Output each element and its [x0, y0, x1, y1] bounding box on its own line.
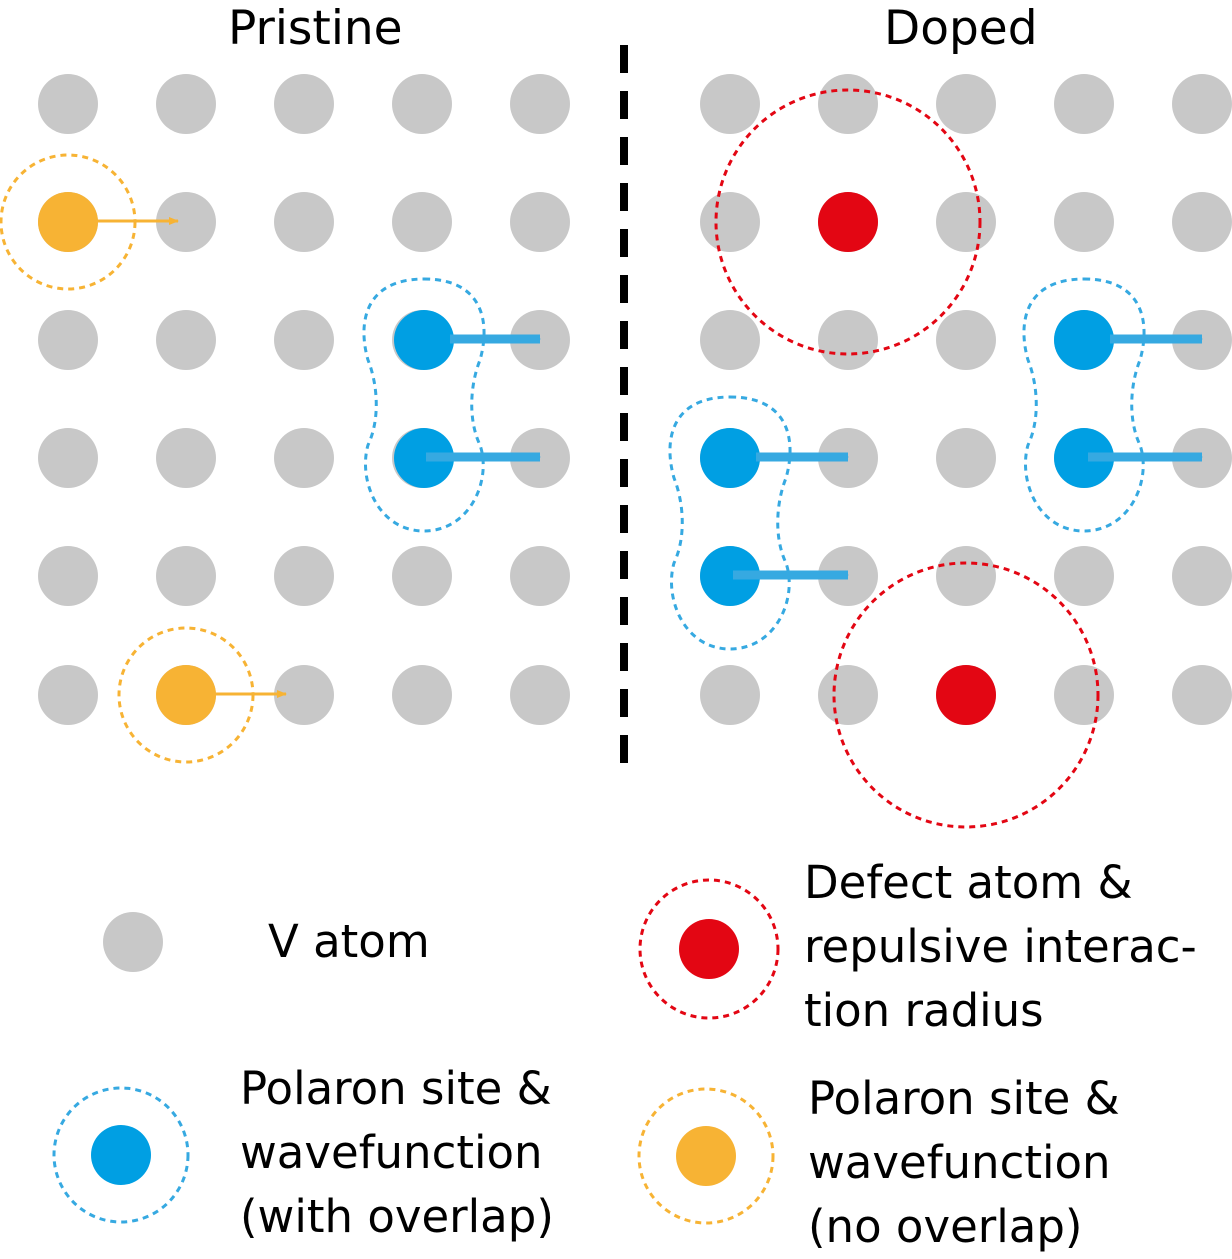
pristine-v-atom: [274, 192, 334, 252]
pristine-v-atom: [274, 546, 334, 606]
doped-v-atom: [1054, 665, 1114, 725]
defect-top: [714, 88, 982, 356]
polaron-no-overlap-bottom: [117, 626, 287, 764]
doped-v-atom: [936, 192, 996, 252]
pristine-v-atom: [392, 546, 452, 606]
pristine-v-atom: [392, 74, 452, 134]
pristine-v-atom: [156, 428, 216, 488]
doped-v-atom: [818, 74, 878, 134]
doped-v-atom: [700, 74, 760, 134]
pristine-v-atom: [392, 192, 452, 252]
doped-v-atom: [1172, 546, 1232, 606]
doped-v-atom: [818, 310, 878, 370]
pristine-v-atom: [510, 192, 570, 252]
legend-polaron-no-overlap-symbol: [637, 1087, 775, 1225]
pristine-v-atom: [510, 546, 570, 606]
pristine-v-atom: [510, 665, 570, 725]
polaron-pair-doped-right: [1022, 277, 1203, 533]
polaron-no-overlap-top: [0, 153, 179, 291]
pristine-v-atom: [274, 74, 334, 134]
doped-v-atom: [700, 192, 760, 252]
pristine-v-atom: [274, 428, 334, 488]
doped-v-atom: [1054, 546, 1114, 606]
pristine-v-atom: [38, 310, 98, 370]
pristine-v-atom: [156, 74, 216, 134]
pristine-v-atom: [156, 310, 216, 370]
doped-lattice: [700, 74, 1232, 725]
doped-v-atom: [1172, 192, 1232, 252]
doped-v-atom: [1054, 192, 1114, 252]
pristine-v-atom: [38, 74, 98, 134]
pristine-v-atom: [392, 665, 452, 725]
doped-v-atom: [936, 310, 996, 370]
doped-v-atom: [936, 546, 996, 606]
pristine-lattice: [38, 74, 570, 725]
polaron-pair-doped-left: [668, 395, 849, 651]
doped-v-atom: [700, 665, 760, 725]
defect-bottom: [832, 561, 1100, 829]
pristine-v-atom: [38, 665, 98, 725]
doped-title: Doped: [884, 1, 1038, 56]
legend-defect-label: Defect atom & repulsive interac- tion ra…: [804, 856, 1197, 1037]
pristine-v-atom: [274, 310, 334, 370]
pristine-v-atom: [38, 546, 98, 606]
legend-defect-symbol: [638, 878, 780, 1020]
legend-v-atom-symbol: [103, 912, 163, 972]
doped-v-atom: [1172, 74, 1232, 134]
doped-v-atom: [1054, 74, 1114, 134]
doped-v-atom: [936, 74, 996, 134]
doped-v-atom: [818, 665, 878, 725]
pristine-v-atom: [156, 546, 216, 606]
pristine-v-atom: [156, 192, 216, 252]
legend-v-atom-label: V atom: [268, 915, 430, 968]
doped-v-atom: [936, 428, 996, 488]
doped-v-atom: [1172, 665, 1232, 725]
doped-v-atom: [700, 310, 760, 370]
legend-polaron-overlap-label: Polaron site & wavefunction (with overla…: [240, 1062, 554, 1243]
pristine-title: Pristine: [228, 1, 403, 56]
polaron-pair-pristine: [362, 277, 541, 533]
legend-polaron-no-overlap-label: Polaron site & wavefunction (no overlap): [808, 1072, 1120, 1253]
pristine-v-atom: [38, 428, 98, 488]
legend-polaron-overlap-symbol: [52, 1086, 190, 1224]
pristine-v-atom: [510, 74, 570, 134]
pristine-v-atom: [274, 665, 334, 725]
